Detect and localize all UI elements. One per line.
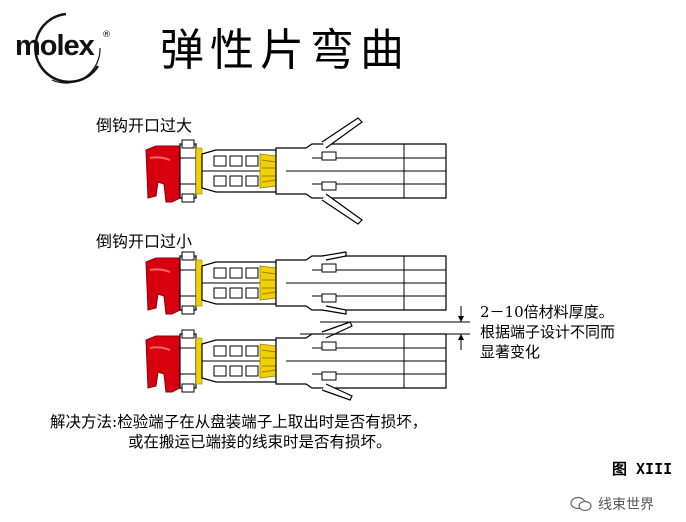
dimension-note: 2－10倍材料厚度。 根据端子设计不同而 显著变化	[480, 302, 615, 362]
dimension-note-line: 显著变化	[480, 343, 541, 361]
watermark: 线束世界	[570, 494, 654, 514]
dimension-indicator	[300, 306, 470, 350]
diagram-barb-too-closed	[145, 251, 447, 315]
logo-swoosh	[34, 12, 101, 84]
logo-text: molex	[15, 30, 95, 62]
diagram-label-too-closed: 倒钩开口过小	[96, 232, 193, 251]
watermark-text: 线束世界	[598, 497, 654, 513]
diagram-label-too-open: 倒钩开口过大	[96, 116, 193, 135]
page-title: 弹性片弯曲	[160, 25, 410, 76]
dimension-note-line: 根据端子设计不同而	[480, 323, 616, 341]
molex-logo: molex ®	[8, 8, 112, 84]
figure-label: 图 XIII	[612, 460, 673, 478]
solution-line-1: 解决方法:检验端子在从盘装端子上取出时是否有损坏，	[50, 413, 428, 431]
solution-text: 解决方法:检验端子在从盘装端子上取出时是否有损坏， 或在搬运已端接的线束时是否有…	[50, 412, 427, 452]
solution-line-2: 或在搬运已端接的线束时是否有损坏。	[128, 433, 392, 451]
trademark-symbol: ®	[102, 30, 111, 40]
dimension-note-line: 2－10倍材料厚度。	[480, 303, 614, 321]
diagram-barb-too-open	[145, 117, 447, 225]
wechat-icon	[570, 496, 592, 512]
